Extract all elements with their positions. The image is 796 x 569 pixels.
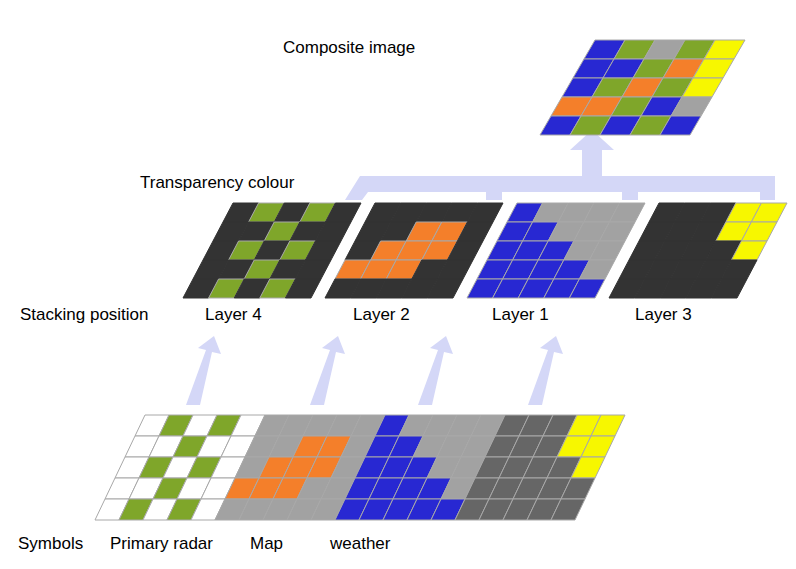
layer-plate [455, 415, 625, 520]
up-arrow [418, 336, 453, 405]
layer-label: Layer 4 [205, 305, 262, 325]
grid-cell [682, 78, 723, 97]
transparency-bus [345, 176, 775, 200]
layer-plate [540, 40, 745, 135]
row-label: Stacking position [20, 305, 149, 325]
source-label: Map [250, 534, 283, 554]
grid-cell [315, 222, 351, 241]
grid-cell [599, 222, 635, 241]
grid-cell [285, 279, 321, 298]
layer-label: Layer 2 [353, 305, 410, 325]
layer-label: Layer 1 [492, 305, 549, 325]
title-label: Composite image [283, 38, 415, 58]
layer-plates [95, 40, 787, 520]
grid-cell [569, 279, 605, 298]
layer-plate [467, 203, 645, 298]
up-arrow [528, 336, 563, 405]
grid-cell [721, 260, 757, 279]
up-arrow [310, 336, 345, 405]
grid-cell [305, 241, 341, 260]
grid-cell [711, 279, 747, 298]
grid-cell [571, 457, 605, 478]
source-label: weather [330, 534, 390, 554]
grid-cell [581, 436, 615, 457]
grid-cell [671, 97, 712, 116]
arrow-label: Transparency colour [140, 173, 294, 193]
grid-cell [589, 241, 625, 260]
grid-cell [325, 203, 361, 222]
grid-cell [437, 260, 473, 279]
grid-cell [660, 116, 701, 135]
grid-cell [551, 499, 585, 520]
grid-cell [295, 260, 331, 279]
grid-cell [741, 222, 777, 241]
grid-cell [467, 203, 503, 222]
source-label: Primary radar [110, 534, 213, 554]
up-arrow [186, 336, 221, 405]
grid-cell [751, 203, 787, 222]
layer-label: Layer 3 [635, 305, 692, 325]
layer-plate [325, 203, 503, 298]
flow-arrows [186, 130, 775, 405]
layer-plate [183, 203, 361, 298]
layer-plate [609, 203, 787, 298]
grid-cell [447, 241, 483, 260]
grid-cell [427, 279, 463, 298]
grid-cell [731, 241, 767, 260]
grid-cell [457, 222, 493, 241]
up-arrow [570, 130, 614, 176]
grid-cell [693, 59, 734, 78]
grid-cell [591, 415, 625, 436]
grid-cell [579, 260, 615, 279]
grid-cell [704, 40, 745, 59]
grid-cell [609, 203, 645, 222]
source-label: Symbols [18, 534, 83, 554]
grid-cell [561, 478, 595, 499]
